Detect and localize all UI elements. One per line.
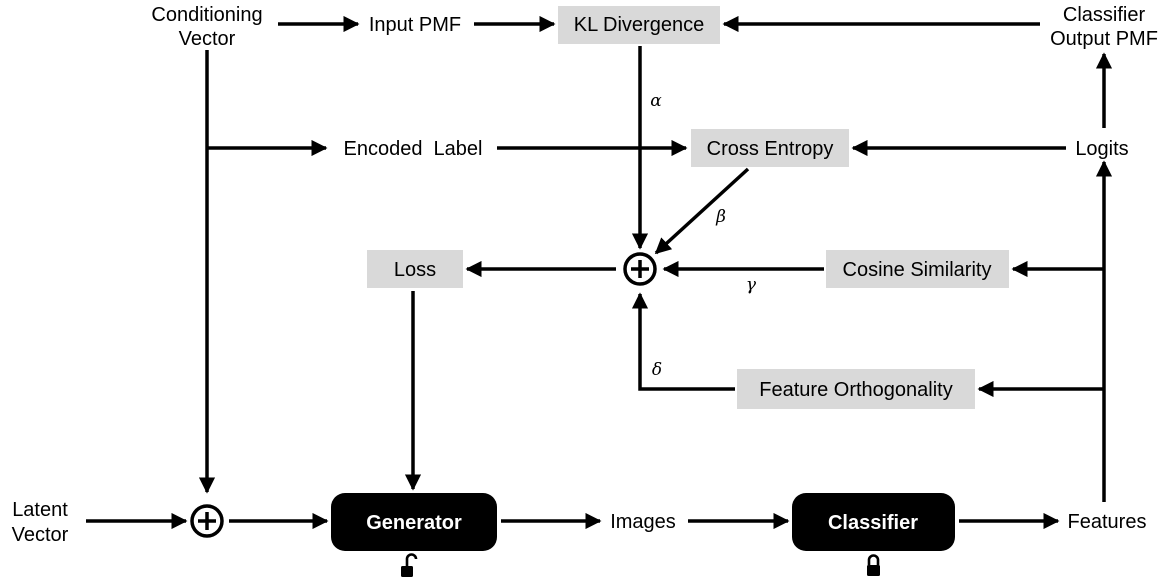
- cosine-similarity-label: Cosine Similarity: [843, 259, 992, 281]
- locked-padlock-icon: [867, 554, 880, 576]
- beta-weight-label: β: [715, 207, 726, 227]
- features-label: Features: [1068, 511, 1147, 533]
- images-label: Images: [610, 511, 676, 533]
- logits-label: Logits: [1075, 138, 1128, 160]
- classifier-output-pmf-label: Classifier: [1063, 4, 1146, 26]
- unlocked-padlock-icon: [401, 553, 418, 577]
- generator-label: Generator: [366, 512, 462, 534]
- feature-orthogonality-box: [737, 369, 975, 409]
- input-sum-icon: [190, 504, 224, 538]
- cosine-similarity-box: [826, 250, 1009, 288]
- input-pmf-label: Input PMF: [369, 14, 461, 36]
- delta-weight-label: δ: [652, 360, 662, 380]
- encoded-label-label: Encoded Label: [343, 138, 482, 160]
- cross-entropy-box: [691, 129, 849, 167]
- classifier-box: [792, 493, 955, 551]
- loss-label: Loss: [394, 259, 436, 281]
- feature-orthogonality-label: Feature Orthogonality: [759, 379, 952, 401]
- latent-vector-label: Latent: [12, 499, 68, 521]
- cross-entropy-label: Cross Entropy: [707, 138, 834, 160]
- latent-vector-label-line2: Vector: [12, 524, 69, 546]
- arrow-orthogonality-to-sum: [631, 292, 735, 391]
- kl-divergence-label: KL Divergence: [574, 14, 704, 36]
- arrow-cross-entropy-to-sum: [654, 167, 750, 255]
- gamma-weight-label: γ: [746, 275, 757, 295]
- loss-box: [367, 250, 463, 288]
- conditioning-vector-label-line2: Vector: [179, 28, 236, 50]
- alpha-weight-label: α: [650, 91, 662, 111]
- kl-divergence-box: [558, 6, 720, 44]
- generator-box: [331, 493, 497, 551]
- loss-sum-icon: [623, 252, 657, 286]
- classifier-output-pmf-label-line2: Output PMF: [1050, 28, 1158, 50]
- conditioning-vector-label: Conditioning: [151, 4, 262, 26]
- classifier-label: Classifier: [828, 512, 918, 534]
